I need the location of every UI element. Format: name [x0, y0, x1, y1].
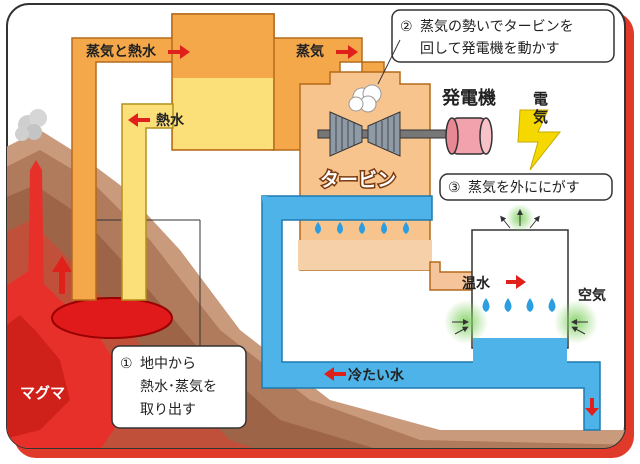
label-generator: 発電機	[441, 87, 496, 109]
label-electricity-1: 電	[533, 90, 548, 108]
vapor-arrow-icon	[500, 209, 540, 229]
callout-step2-line2: 回して発電機を動かす	[420, 41, 560, 57]
separator-water	[173, 78, 273, 149]
condenser	[298, 240, 432, 270]
magma-core	[7, 315, 70, 440]
callout-step2-number: ②	[400, 19, 413, 35]
generator-icon	[445, 117, 493, 155]
label-hot-water: 熱水	[156, 112, 185, 129]
water-drop-icons	[315, 222, 409, 234]
lightning-bolt-icon	[517, 109, 562, 171]
callout-step2-pointer	[377, 39, 401, 85]
callout-step2	[391, 9, 615, 63]
callout-step3-text: 蒸気を外ににがす	[468, 180, 580, 196]
steam-puff-icon	[348, 84, 382, 113]
label-cold-water: 冷たい水	[348, 367, 405, 384]
flow-arrow-icons	[128, 45, 599, 416]
volcano-vent	[28, 160, 44, 300]
label-steam-and-hot-water: 蒸気と熱水	[86, 43, 157, 60]
label-steam: 蒸気	[296, 43, 324, 60]
hot-water-pipe	[121, 103, 174, 301]
smoke-icon	[15, 109, 47, 141]
callout-step3	[439, 173, 613, 201]
label-electricity-2: 気	[533, 108, 548, 126]
up-arrow-icon	[52, 256, 72, 294]
air-arrow-icon	[452, 319, 588, 335]
callout-step2-line1: 蒸気の勢いでタービンを	[420, 19, 574, 35]
magma-pool	[51, 297, 173, 339]
callout-step1	[111, 345, 247, 429]
callout-step3-number: ③	[448, 180, 461, 196]
callout-step1-line2: 熱水･蒸気を	[140, 379, 217, 395]
cooling-pool	[473, 338, 567, 378]
label-warm-water: 温水	[462, 275, 491, 292]
tower-drop-icons	[482, 298, 556, 312]
callout-step1-line1: 地中から	[140, 356, 196, 372]
turbine-blades	[329, 111, 401, 157]
label-air: 空気	[578, 287, 606, 304]
callout-step1-line3: 取り出す	[140, 402, 196, 418]
callout-step1-number: ①	[120, 356, 133, 372]
label-magma: マグマ	[20, 384, 65, 402]
label-turbine: タービン	[320, 169, 396, 191]
